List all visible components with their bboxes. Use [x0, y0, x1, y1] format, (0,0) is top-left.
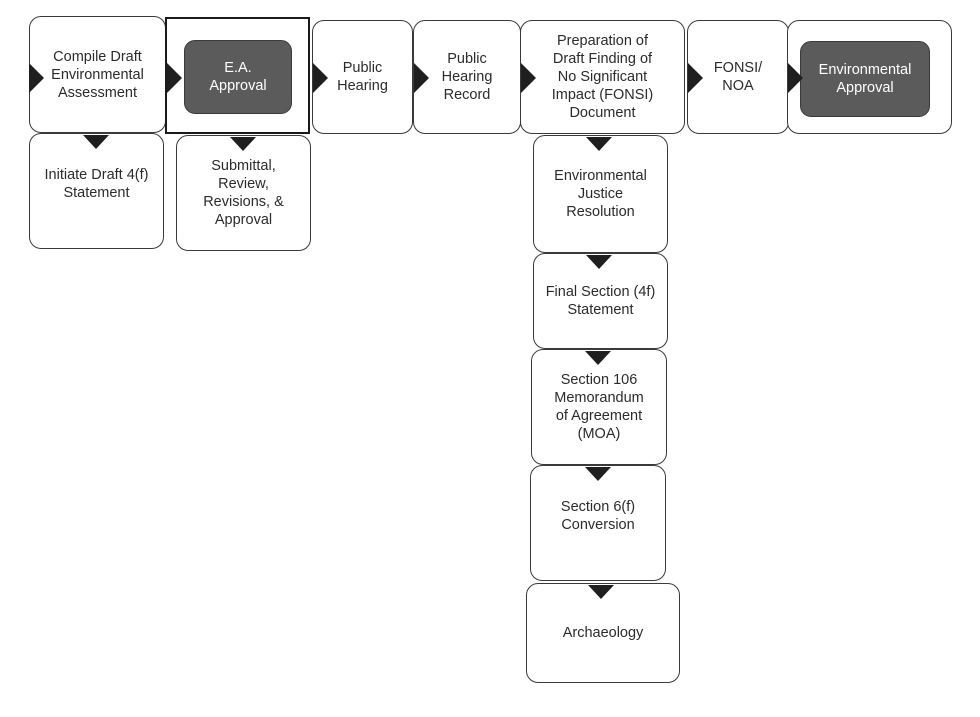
node-label: Section 106 Memorandum of Agreement (MOA…: [554, 372, 644, 442]
arrow-down-icon: [586, 255, 612, 269]
arrow-down-icon: [585, 351, 611, 365]
arrow-right-icon: [313, 63, 328, 93]
node-initiate-draft-4f: Initiate Draft 4(f) Statement: [29, 133, 164, 249]
arrow-right-icon: [688, 63, 703, 93]
arrow-down-icon: [588, 585, 614, 599]
node-label: Final Section (4f) Statement: [545, 284, 656, 318]
node-environmental-justice: Environmental Justice Resolution: [533, 135, 668, 253]
arrow-right-icon: [414, 63, 429, 93]
node-ea-approval: E.A. Approval: [165, 17, 310, 134]
node-archaeology: Archaeology: [526, 583, 680, 683]
node-label: FONSI/ NOA: [713, 60, 763, 94]
node-submittal-review: Submittal, Review, Revisions, & Approval: [176, 135, 311, 251]
node-compile-draft-ea: Compile Draft Environmental Assessment: [29, 16, 166, 133]
arrow-down-icon: [586, 137, 612, 151]
arrow-right-icon: [29, 63, 44, 93]
node-label: E.A. Approval: [209, 60, 267, 94]
arrow-right-icon: [167, 63, 182, 93]
node-label: Initiate Draft 4(f) Statement: [44, 167, 149, 201]
node-final-section-4f: Final Section (4f) Statement: [533, 253, 668, 349]
node-public-hearing: Public Hearing: [312, 20, 413, 134]
node-label: Environmental Approval: [818, 62, 912, 96]
node-label: Public Hearing Record: [441, 51, 493, 103]
node-label: Compile Draft Environmental Assessment: [51, 48, 144, 101]
node-public-hearing-record: Public Hearing Record: [413, 20, 521, 134]
arrow-right-icon: [521, 63, 536, 93]
highlight-pill: Environmental Approval: [800, 41, 930, 117]
node-label: Archaeology: [562, 625, 644, 641]
node-section-106-moa: Section 106 Memorandum of Agreement (MOA…: [531, 349, 667, 465]
node-label: Section 6(f) Conversion: [560, 499, 636, 533]
node-fonsi-preparation: Preparation of Draft Finding of No Signi…: [520, 20, 685, 134]
node-environmental-approval: Environmental Approval: [787, 20, 952, 134]
node-section-6f: Section 6(f) Conversion: [530, 465, 666, 581]
arrow-right-icon: [788, 63, 803, 93]
arrow-down-icon: [83, 135, 109, 149]
node-label: Environmental Justice Resolution: [554, 168, 647, 220]
node-label: Submittal, Review, Revisions, & Approval: [203, 158, 284, 228]
node-label: Public Hearing: [337, 60, 388, 94]
node-label: Preparation of Draft Finding of No Signi…: [551, 33, 654, 121]
arrow-down-icon: [230, 137, 256, 151]
highlight-pill: E.A. Approval: [184, 40, 292, 114]
arrow-down-icon: [585, 467, 611, 481]
